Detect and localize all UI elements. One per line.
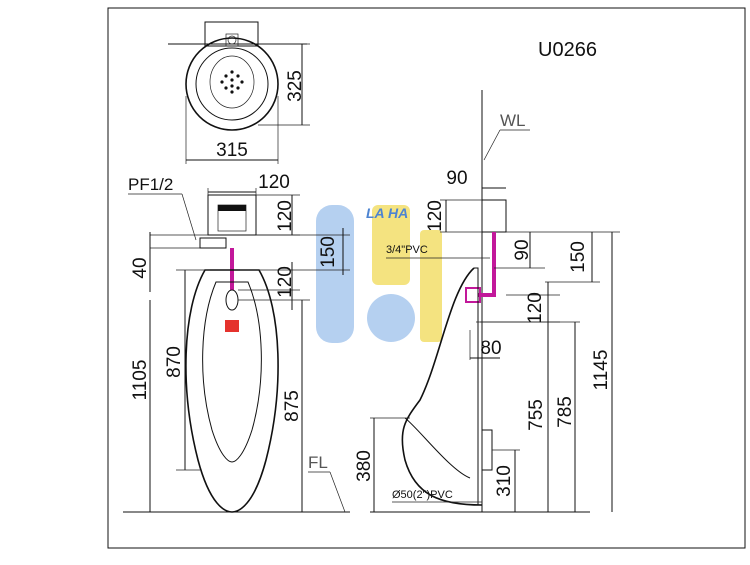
front-top-width-label: 120: [258, 172, 290, 193]
side-height-1145-label: 1145: [591, 350, 612, 391]
top-bowl-inner: [195, 47, 269, 121]
top-bowl-outer: [185, 37, 279, 131]
side-view: WL 90 120 3/4"PVC 90: [354, 90, 620, 513]
side-depth-offset-label: 80: [480, 338, 501, 359]
side-supply-pipe: [478, 232, 496, 297]
front-view: PF1/2 120 120 150 120 40 1105 870: [123, 172, 350, 513]
pipe-thread-label: PF1/2: [128, 175, 173, 194]
side-projection-label: 90: [446, 168, 467, 189]
side-rim-height-label: 380: [354, 450, 375, 482]
side-valve-box: [481, 199, 507, 233]
front-bowl-height-label: 870: [164, 346, 185, 378]
floor-line-label: FL: [308, 453, 328, 472]
front-bowl-inner: [202, 281, 262, 463]
top-view: 325 315: [168, 21, 310, 164]
side-upper-offset-label: 150: [568, 241, 589, 273]
flush-sensor-icon: [225, 320, 239, 332]
front-total-height-label: 1105: [130, 360, 151, 401]
model-label: U0266: [538, 39, 597, 61]
drain-pipe-label: Ø50(2")PVC: [392, 489, 453, 501]
side-urinal-body: [401, 267, 483, 506]
drawing-frame: [107, 7, 746, 549]
side-spud-icon: [465, 287, 481, 303]
front-valve-offset-label: 150: [318, 236, 339, 268]
side-valve-height-label: 120: [425, 200, 446, 232]
supply-pipe-label: 3/4"PVC: [386, 244, 428, 256]
top-width-label: 315: [216, 140, 248, 161]
side-supply-offset-label: 90: [512, 239, 533, 260]
front-bowl-outer: [185, 269, 279, 513]
drain-holes-icon: [220, 70, 244, 94]
watermark-logo: LA HA: [316, 205, 442, 343]
wall-line-label: WL: [500, 111, 526, 130]
watermark-text: LA HA: [366, 205, 408, 221]
front-valve-box: [207, 194, 257, 236]
side-height-755-label: 755: [526, 399, 547, 431]
front-spud-height-label: 120: [275, 266, 296, 298]
side-drain-height-label: 310: [494, 465, 515, 497]
front-valve-height-label: 120: [275, 200, 296, 232]
front-outlet-height-label: 875: [282, 390, 303, 422]
top-depth-label: 325: [285, 70, 306, 102]
side-height-785-label: 785: [555, 396, 576, 428]
side-spud-height-label: 120: [525, 292, 546, 324]
front-side-offset-label: 40: [130, 257, 151, 278]
